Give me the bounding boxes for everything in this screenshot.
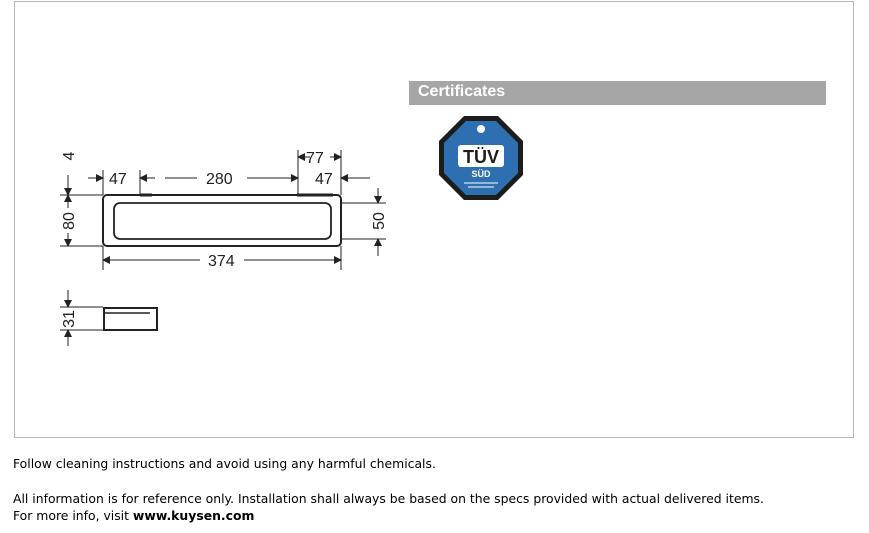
dim-height: 80 [61, 194, 78, 247]
badge-sub-text: SÜD [471, 169, 491, 179]
certificates-header: Certificates [409, 81, 826, 105]
dim-top-offset-label: 4 [61, 151, 78, 160]
reference-note: All information is for reference only. I… [13, 490, 764, 506]
dim-right-top: 77 [297, 150, 342, 167]
dim-right-offset: 47 [288, 171, 370, 188]
dim-height-label: 80 [61, 212, 78, 230]
dim-left-offset-label: 47 [109, 171, 127, 188]
more-info-line: For more info, visit www.kuysen.com [13, 507, 863, 525]
website-link[interactable]: www.kuysen.com [132, 508, 255, 523]
dim-total-length: 374 [102, 253, 342, 270]
dim-total-length-label: 374 [208, 253, 235, 270]
dim-inner-height: 50 [371, 188, 388, 256]
dim-top-offset: 4 [61, 151, 78, 196]
tuv-sud-badge-icon: TÜV SÜD [439, 116, 523, 200]
shelf-outline [102, 193, 342, 247]
dim-center-span-label: 280 [206, 171, 233, 188]
dim-profile-height-label: 31 [61, 310, 78, 328]
product-sheet-frame [14, 1, 854, 438]
badge-brand-text: TÜV [463, 147, 499, 167]
profile-view: 31 [61, 290, 158, 346]
technical-drawing: 47 280 77 47 374 4 80 50 [60, 150, 388, 346]
dim-left-offset: 47 [88, 171, 155, 188]
dim-right-top-label: 77 [306, 150, 324, 167]
more-info-prefix: For more info, visit [13, 508, 133, 523]
dim-inner-height-label: 50 [371, 212, 388, 230]
notes-section: Follow cleaning instructions and avoid u… [13, 455, 863, 525]
certificates-title: Certificates [418, 83, 506, 100]
dim-right-offset-label: 47 [315, 171, 333, 188]
cleaning-note: Follow cleaning instructions and avoid u… [13, 456, 436, 471]
dim-center-span: 280 [165, 171, 299, 188]
